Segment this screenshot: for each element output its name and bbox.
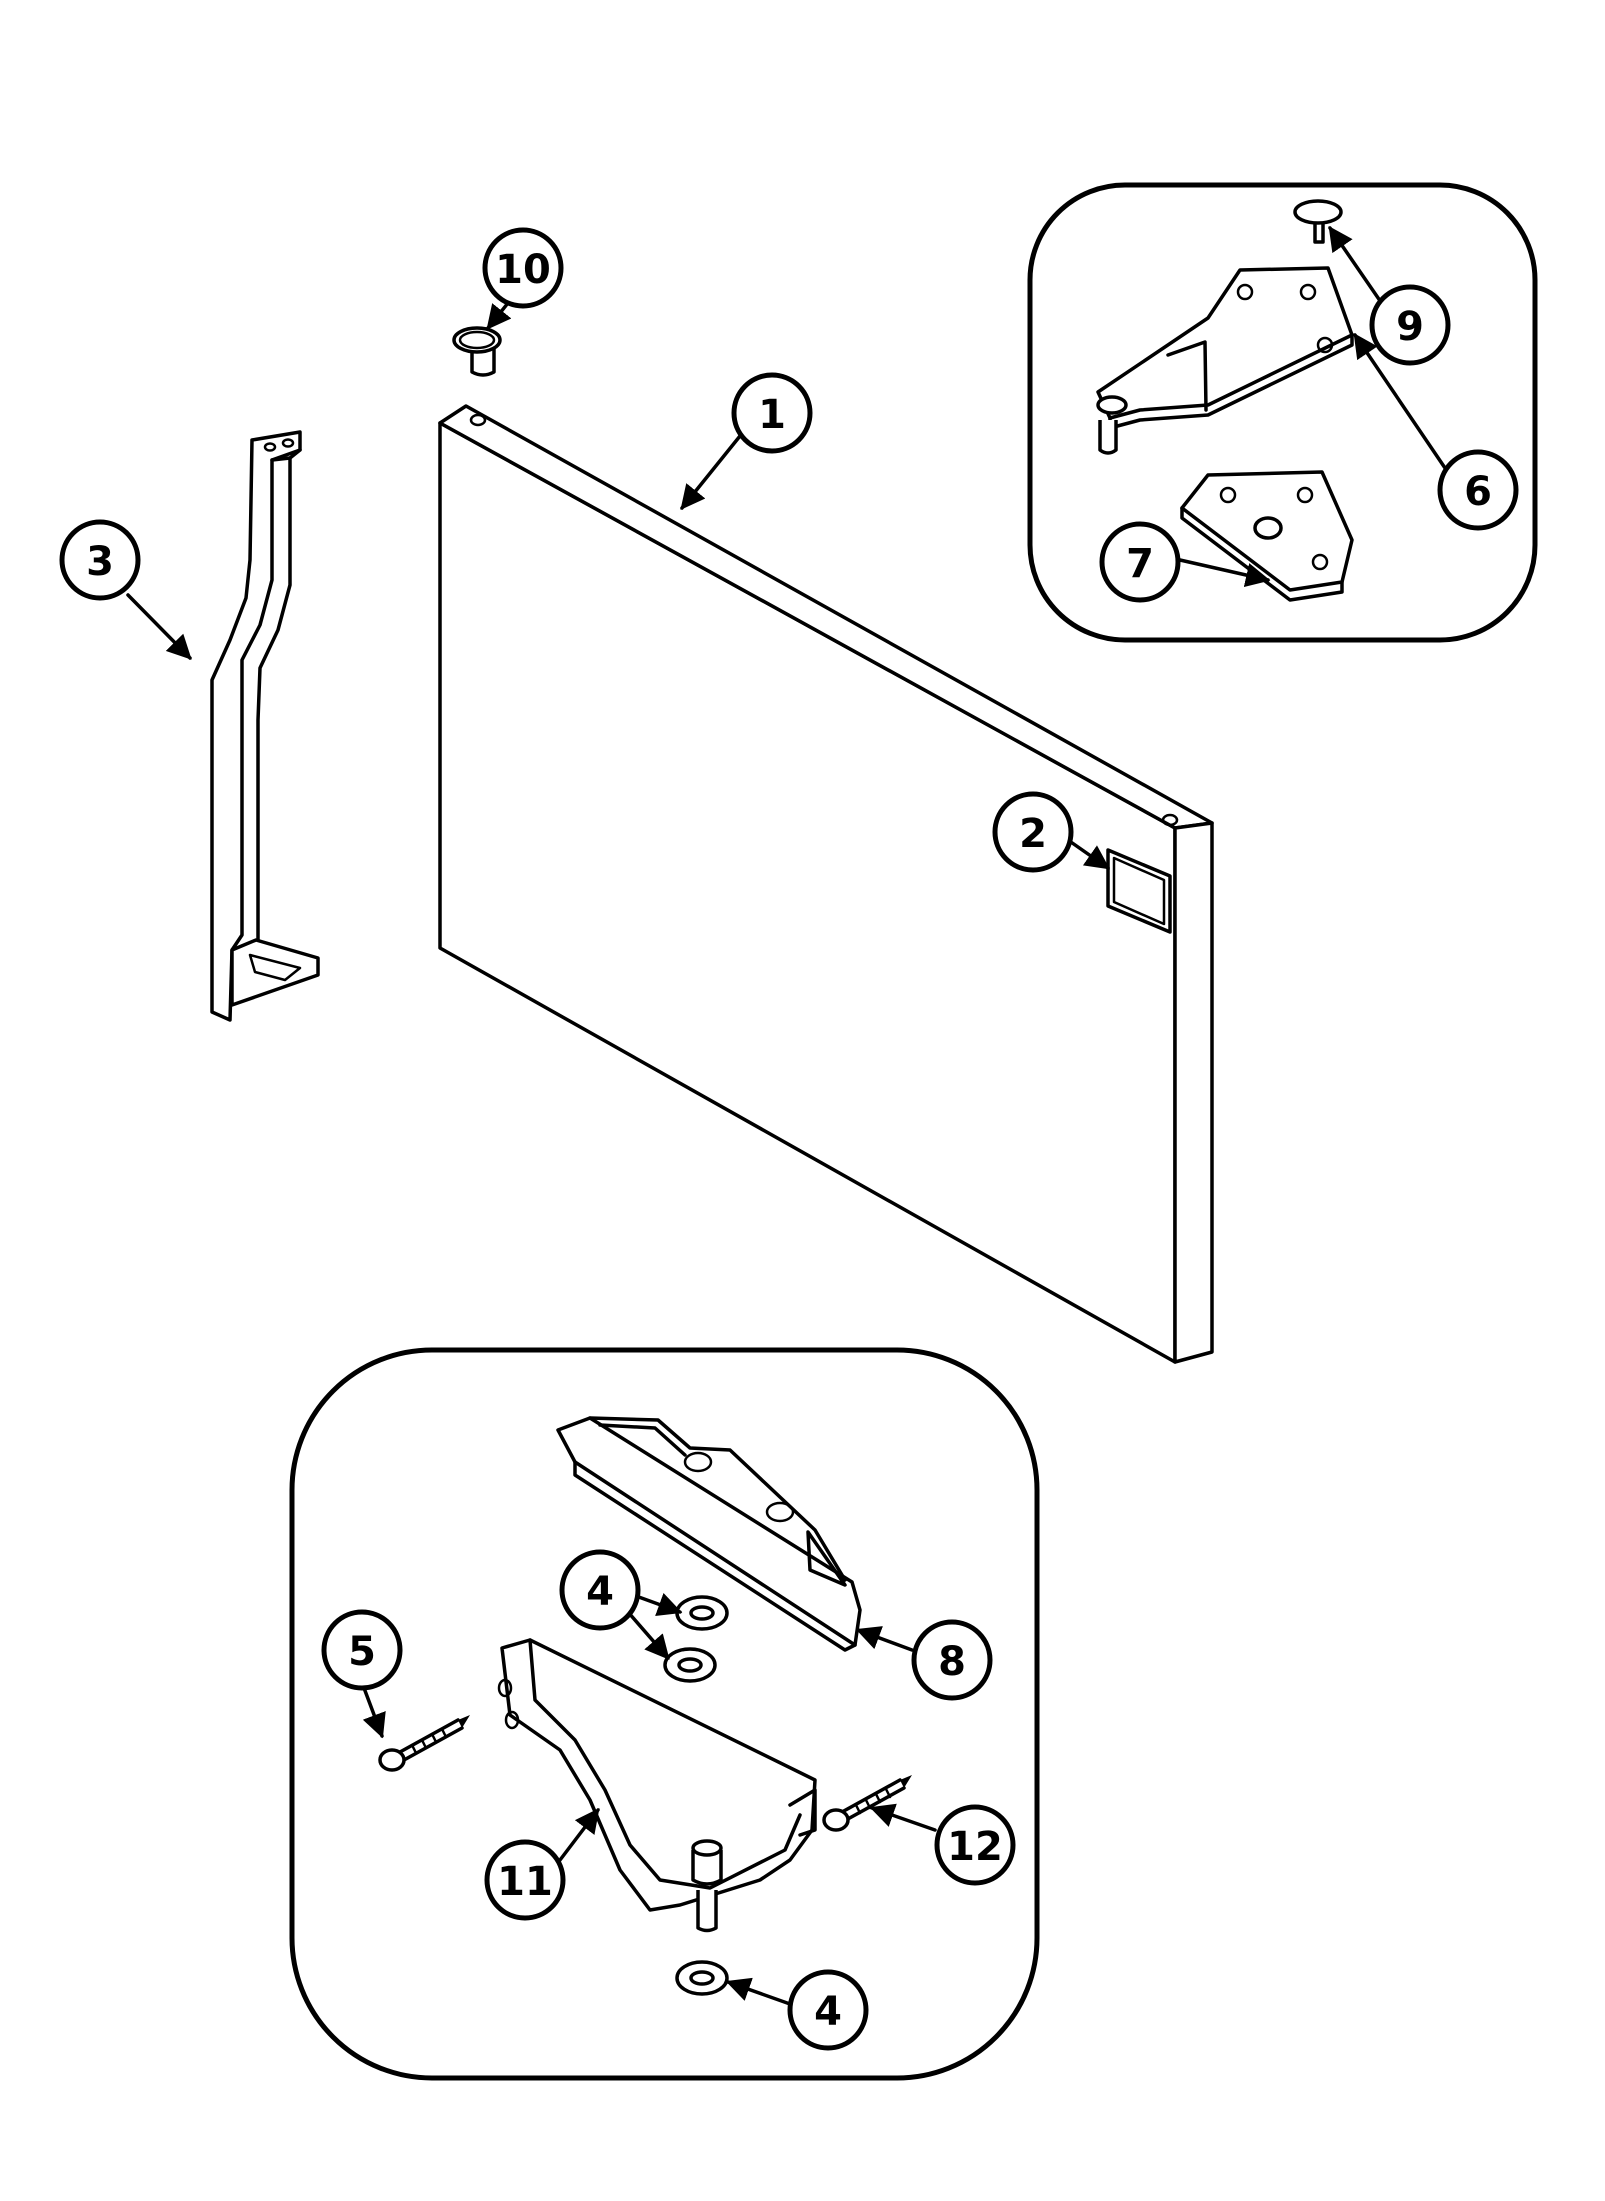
inset-frame-hinge-top — [1027, 182, 1538, 643]
callout-3-label: 3 — [86, 539, 114, 585]
callout-6-label: 6 — [1464, 469, 1492, 515]
door-label — [1106, 848, 1172, 934]
callout-11-label: 11 — [497, 1859, 553, 1905]
leader-2 — [1066, 838, 1111, 870]
callout-4-lower: 4 — [787, 1969, 869, 2051]
screw-right — [822, 1775, 912, 1832]
door-handle — [210, 430, 320, 1022]
callout-11: 11 — [484, 1839, 566, 1921]
top-hinge — [1096, 266, 1354, 455]
callout-3: 3 — [59, 519, 141, 601]
plug-button — [452, 326, 502, 377]
leader-8 — [855, 1626, 914, 1652]
leader-12 — [869, 1803, 937, 1832]
leader-4a-1 — [634, 1592, 683, 1616]
washer-middle — [663, 1647, 717, 1683]
callout-7-label: 7 — [1126, 541, 1154, 587]
callout-4-upper: 4 — [559, 1549, 641, 1631]
lower-hinge — [497, 1638, 817, 1933]
leader-1 — [680, 434, 742, 510]
inset-frame-hinge-bottom — [289, 1347, 1040, 2081]
callout-9: 9 — [1369, 284, 1451, 366]
callout-1: 1 — [731, 372, 813, 454]
screw-left — [378, 1715, 470, 1772]
callout-5-label: 5 — [348, 1629, 376, 1675]
door-panel — [438, 404, 1214, 1364]
leader-4b — [725, 1977, 792, 2006]
callout-8-label: 8 — [938, 1639, 966, 1685]
leader-11 — [558, 1808, 600, 1862]
leader-4a-2 — [626, 1610, 670, 1660]
hinge-shim — [1180, 470, 1354, 602]
callout-2: 2 — [992, 791, 1074, 873]
callout-7: 7 — [1099, 521, 1181, 603]
leader-3 — [126, 593, 192, 660]
hinge-bracket — [556, 1416, 862, 1652]
callout-9-label: 9 — [1396, 304, 1424, 350]
leader-9 — [1328, 225, 1387, 310]
callout-2-label: 2 — [1019, 811, 1047, 857]
leader-5 — [362, 1686, 386, 1739]
washer-lower — [675, 1960, 729, 1996]
callout-12: 12 — [934, 1804, 1016, 1886]
hinge-pin-cap — [1293, 199, 1343, 244]
callout-8: 8 — [911, 1619, 993, 1701]
callout-1-label: 1 — [758, 392, 786, 438]
callout-4-lower-label: 4 — [814, 1989, 842, 2035]
leader-7 — [1178, 558, 1271, 588]
leader-6 — [1353, 332, 1447, 470]
callout-5: 5 — [321, 1609, 403, 1691]
callout-10: 10 — [482, 227, 564, 309]
callout-4-upper-label: 4 — [586, 1569, 614, 1615]
callout-6: 6 — [1437, 449, 1519, 531]
washer-upper — [675, 1595, 729, 1631]
callout-12-label: 12 — [947, 1824, 1003, 1870]
callout-10-label: 10 — [495, 247, 551, 293]
